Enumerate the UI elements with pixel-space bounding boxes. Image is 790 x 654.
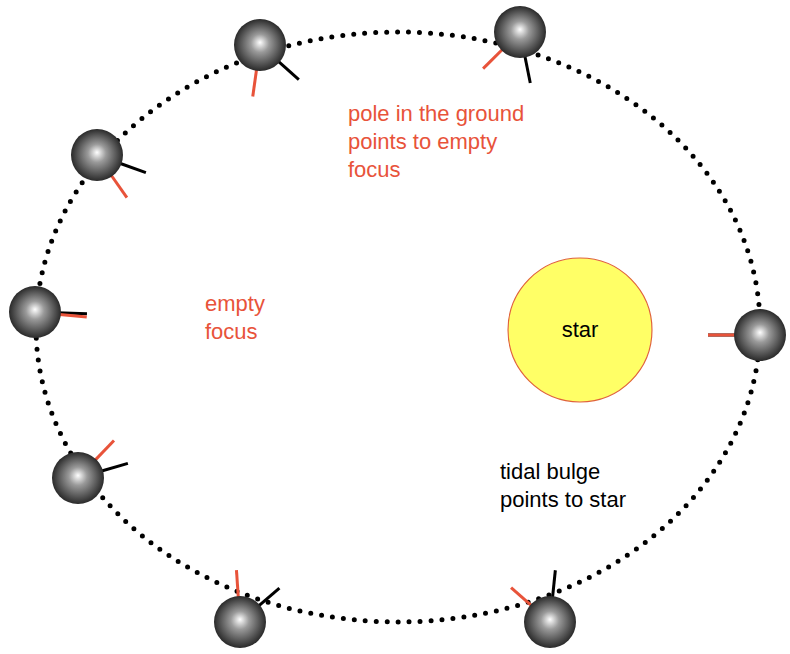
annotation-text: empty focus [205, 290, 295, 346]
planet [234, 19, 299, 96]
planet [9, 286, 87, 338]
planet [483, 6, 546, 83]
planet [52, 440, 128, 504]
planet [708, 309, 786, 361]
planet [71, 129, 146, 198]
planet [511, 570, 576, 648]
annotation-text: tidal bulge points to star [500, 458, 660, 514]
planet [214, 570, 279, 648]
annotation-text: pole in the ground points to empty focus [348, 100, 548, 184]
star-circle: star [507, 257, 653, 403]
orbit-path [36, 32, 760, 622]
star-label: star [562, 317, 599, 343]
